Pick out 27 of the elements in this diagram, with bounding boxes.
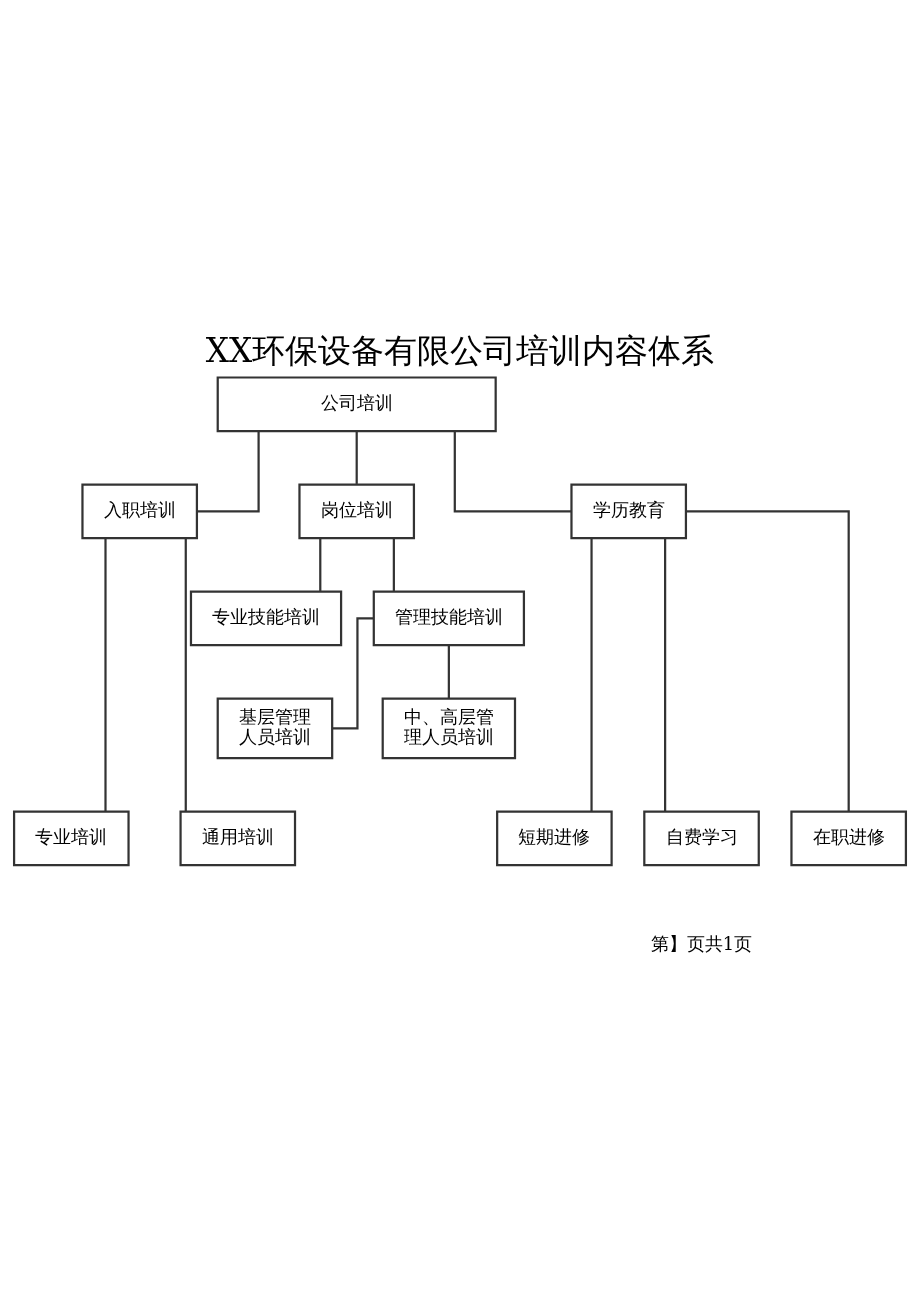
connector [319,537,322,591]
node-box: 岗位培训 [298,482,416,539]
node-box: 入职培训 [81,482,199,539]
diagram-title: XX环保设备有限公司培训内容体系 [205,331,715,370]
node-box: 自费学习 [643,809,760,866]
connector [355,430,358,484]
connector [590,537,593,811]
label: 第】页共1页 [650,932,753,954]
node-box: 专业技能培训 [189,589,343,646]
connector [332,616,374,729]
connector [664,537,667,811]
node-box: 在职进修 [790,809,908,866]
connector [184,537,187,811]
node-box: 管理技能培训 [372,589,526,646]
node-box: 基层管理人员培训 [216,696,334,759]
node-box: 学历教育 [570,482,688,539]
connector [453,430,572,512]
node-box: 中、高层管理人员培训 [381,696,517,759]
connector [686,509,850,812]
node-box: 通用培训 [179,809,297,866]
connector [104,537,107,811]
node-box: 公司培训 [216,375,497,432]
node-box: 专业培训 [12,809,130,866]
connector [447,645,450,698]
node-box: 短期进修 [496,809,613,866]
connector [392,537,395,591]
connector [197,430,260,512]
